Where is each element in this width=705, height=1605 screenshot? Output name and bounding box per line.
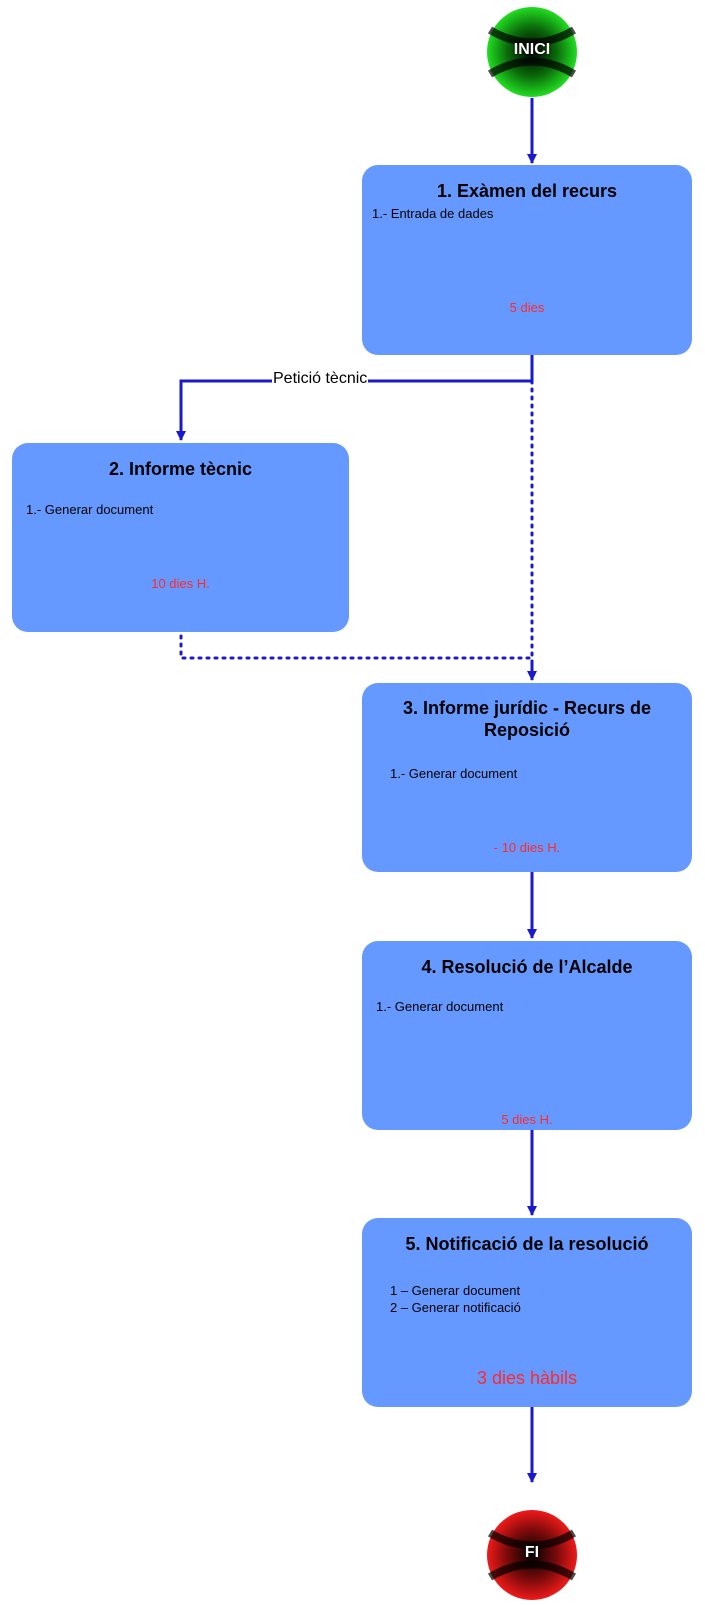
step-5-time: 3 dies hàbils bbox=[476, 1368, 578, 1388]
step-3-title: 3. Informe jurídic - Recurs de Reposició bbox=[362, 697, 692, 741]
step-1-time: 5 dies bbox=[509, 300, 545, 315]
start-terminal bbox=[487, 7, 577, 97]
step-5-items: 1 – Generar document 2 – Generar notific… bbox=[390, 1282, 521, 1316]
edge-label-peticio-tecnic: Petició tècnic bbox=[272, 370, 369, 388]
step-1-item: 1.- Entrada de dades bbox=[372, 206, 494, 221]
step-4-title: 4. Resolució de l’Alcalde bbox=[421, 957, 633, 977]
step-5-box: 5. Notificació de la resolució 1 – Gener… bbox=[362, 1218, 692, 1407]
step-2-time: 10 dies H. bbox=[151, 576, 210, 591]
step-5-title: 5. Notificació de la resolució bbox=[405, 1234, 649, 1254]
step-4-items: 1.- Generar document bbox=[376, 998, 503, 1015]
step-3-items: 1.- Generar document bbox=[390, 765, 517, 782]
step-3-title-line2: Reposició bbox=[483, 720, 571, 740]
end-label: FI bbox=[524, 1544, 540, 1561]
step-3-box: 3. Informe jurídic - Recurs de Reposició… bbox=[362, 683, 692, 872]
step-1-title: 1. Exàmen del recurs bbox=[436, 181, 618, 201]
arrow-step1-to-step2 bbox=[176, 379, 532, 441]
step-2-item: 1.- Generar document bbox=[26, 502, 154, 517]
step-4-time: 5 dies H. bbox=[501, 1112, 553, 1127]
step-4-item: 1.- Generar document bbox=[376, 999, 504, 1014]
step-2-title: 2. Informe tècnic bbox=[108, 459, 253, 479]
step-3-item: 1.- Generar document bbox=[390, 766, 518, 781]
step-1-box: 1. Exàmen del recurs 1.- Entrada de dade… bbox=[362, 165, 692, 355]
dotted-step2-to-step3 bbox=[179, 626, 534, 660]
end-terminal bbox=[487, 1510, 577, 1600]
step-2-box: 2. Informe tècnic 1.- Generar document 1… bbox=[12, 443, 349, 632]
step-5-item-1: 1 – Generar document bbox=[390, 1283, 521, 1298]
step-5-item-2: 2 – Generar notificació bbox=[390, 1300, 521, 1315]
step-4-box: 4. Resolució de l’Alcalde 1.- Generar do… bbox=[362, 941, 692, 1130]
step-2-items: 1.- Generar document bbox=[26, 501, 153, 518]
step-1-items: 1.- Entrada de dades bbox=[372, 205, 493, 222]
start-label: INICI bbox=[513, 41, 551, 58]
step-3-time: - 10 dies H. bbox=[493, 840, 561, 855]
step-3-title-line1: 3. Informe jurídic - Recurs de bbox=[402, 698, 652, 718]
